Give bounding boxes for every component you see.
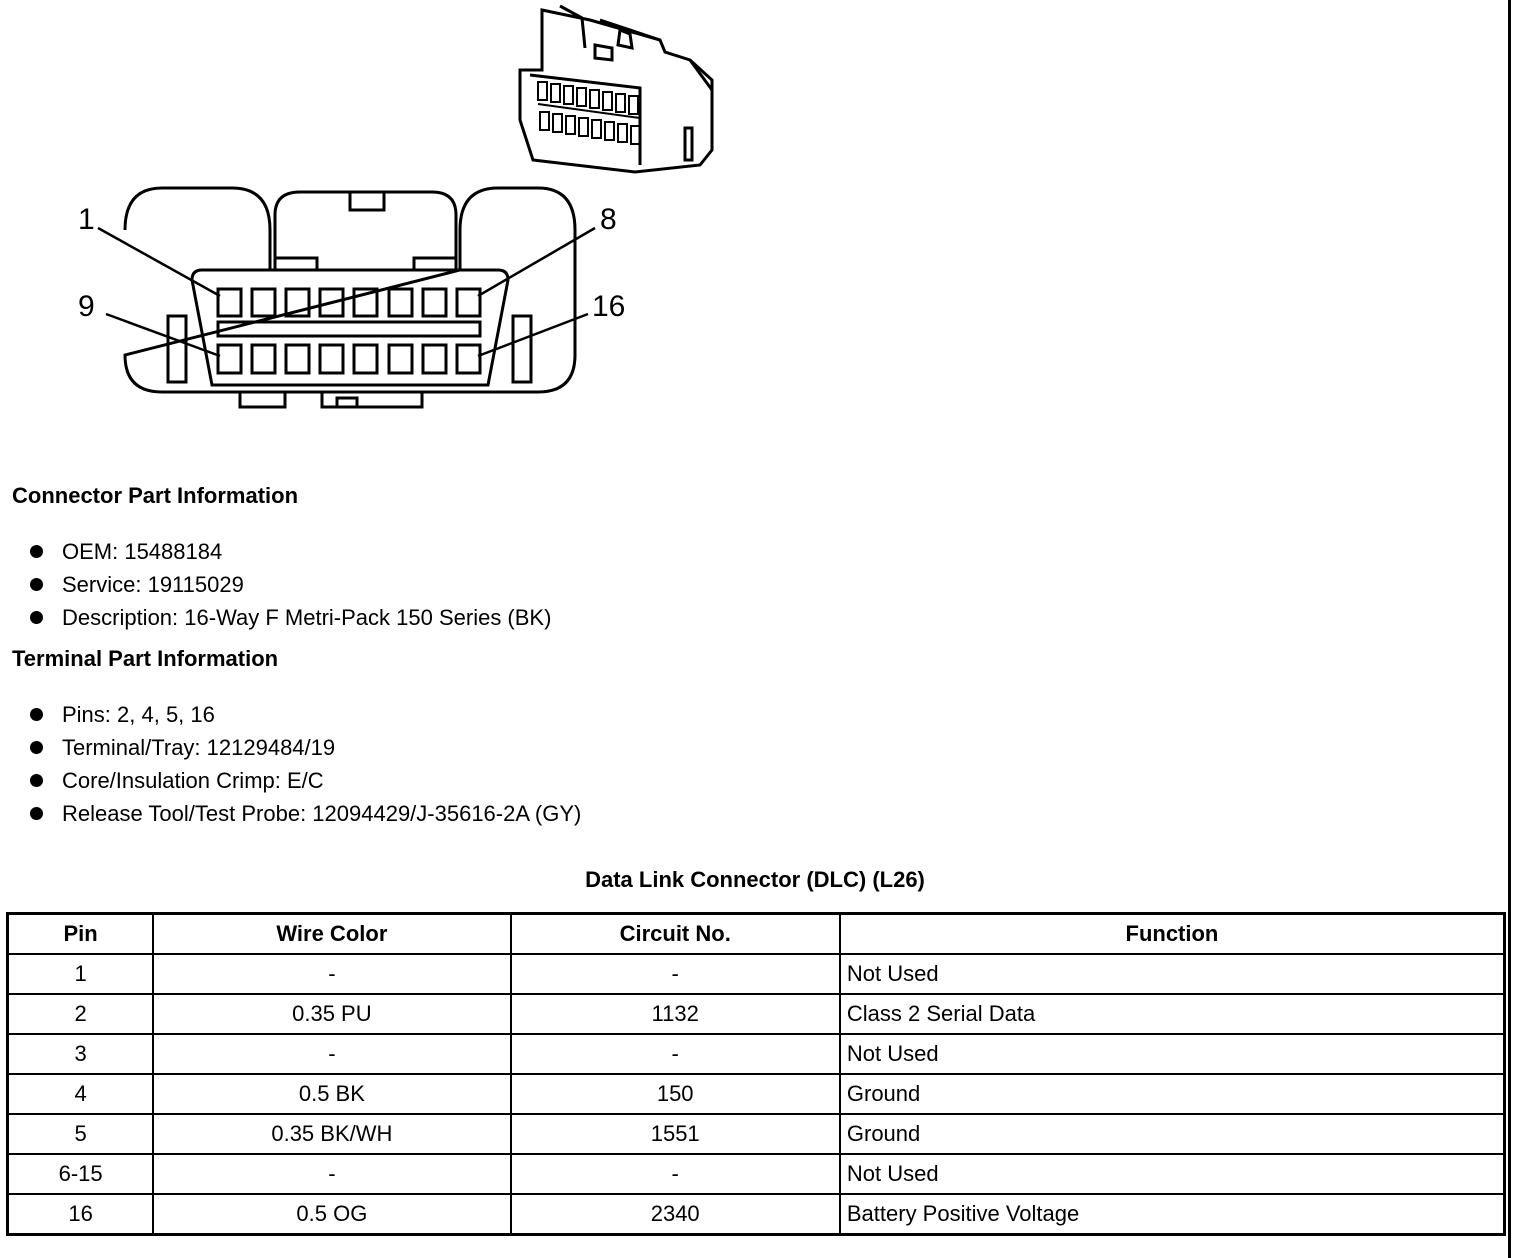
table-header-row: Pin Wire Color Circuit No. Function [6,912,1506,955]
table-row: 16 0.5 OG 2340 Battery Positive Voltage [6,1193,1506,1236]
bullet-icon [30,708,43,721]
terminal-part-list: Pins: 2, 4, 5, 16 Terminal/Tray: 1212948… [30,698,581,830]
cell-wire-color: 0.5 BK [152,1073,512,1115]
connector-isometric-view [518,4,714,174]
pin-leader-lines [97,226,596,358]
list-item: Pins: 2, 4, 5, 16 [30,698,581,731]
bullet-icon [30,807,43,820]
list-item: Description: 16-Way F Metri-Pack 150 Ser… [30,601,551,634]
pin-label-16: 16 [592,290,625,323]
cell-function: Ground [838,1073,1506,1115]
table-row: 2 0.35 PU 1132 Class 2 Serial Data [6,993,1506,1035]
table-row: 3 - - Not Used [6,1033,1506,1075]
pin-cavities-bottom-row [216,343,482,375]
cell-pin: 4 [6,1073,155,1115]
table-row: 4 0.5 BK 150 Ground [6,1073,1506,1115]
bullet-icon [30,578,43,591]
bullet-icon [30,741,43,754]
bullet-icon [30,545,43,558]
table-title: Data Link Connector (DLC) (L26) [585,867,925,892]
connector-front-view [97,186,596,409]
cell-pin: 6-15 [6,1153,155,1195]
pin-cavities-top-row [216,287,482,318]
bullet-icon [30,774,43,787]
table-row: 1 - - Not Used [6,953,1506,995]
connector-diagram: 1 8 9 16 [0,0,760,440]
connector-part-heading: Connector Part Information [12,483,299,508]
cell-circuit-no: 150 [509,1073,841,1115]
cell-circuit-no: 1551 [509,1113,841,1155]
column-header-wire-color: Wire Color [152,912,512,955]
terminal-part-heading: Terminal Part Information [12,646,279,671]
cell-pin: 3 [6,1033,155,1075]
cell-function: Not Used [838,1033,1506,1075]
cell-pin: 5 [6,1113,155,1155]
cell-circuit-no: 1132 [509,993,841,1035]
cell-wire-color: 0.35 PU [152,993,512,1035]
connector-part-list: OEM: 15488184 Service: 19115029 Descript… [30,535,551,634]
cell-circuit-no: 2340 [509,1193,841,1236]
column-header-circuit-no: Circuit No. [509,912,841,955]
cell-pin: 16 [6,1193,155,1236]
pin-label-9: 9 [78,290,95,323]
table-row: 5 0.35 BK/WH 1551 Ground [6,1113,1506,1155]
cell-pin: 2 [6,993,155,1035]
list-item: Core/Insulation Crimp: E/C [30,764,581,797]
cell-wire-color: - [152,1033,512,1075]
cell-function: Class 2 Serial Data [838,993,1506,1035]
cell-wire-color: - [152,1153,512,1195]
cell-wire-color: 0.35 BK/WH [152,1113,512,1155]
list-item: Terminal/Tray: 12129484/19 [30,731,581,764]
dlc-pinout-table: Pin Wire Color Circuit No. Function 1 - … [6,912,1506,1236]
page-right-border [1508,0,1511,1258]
cell-circuit-no: - [509,1033,841,1075]
cell-wire-color: - [152,953,512,995]
bullet-icon [30,611,43,624]
cell-wire-color: 0.5 OG [152,1193,512,1236]
cell-circuit-no: - [509,953,841,995]
table-row: 6-15 - - Not Used [6,1153,1506,1195]
list-item: Release Tool/Test Probe: 12094429/J-3561… [30,797,581,830]
list-item: OEM: 15488184 [30,535,551,568]
column-header-function: Function [838,912,1506,955]
cell-pin: 1 [6,953,155,995]
cell-function: Not Used [838,953,1506,995]
cell-function: Battery Positive Voltage [838,1193,1506,1236]
column-header-pin: Pin [6,912,155,955]
cell-function: Not Used [838,1153,1506,1195]
cell-circuit-no: - [509,1153,841,1195]
list-item: Service: 19115029 [30,568,551,601]
cell-function: Ground [838,1113,1506,1155]
pin-label-1: 1 [78,203,95,236]
pin-label-8: 8 [600,203,617,236]
